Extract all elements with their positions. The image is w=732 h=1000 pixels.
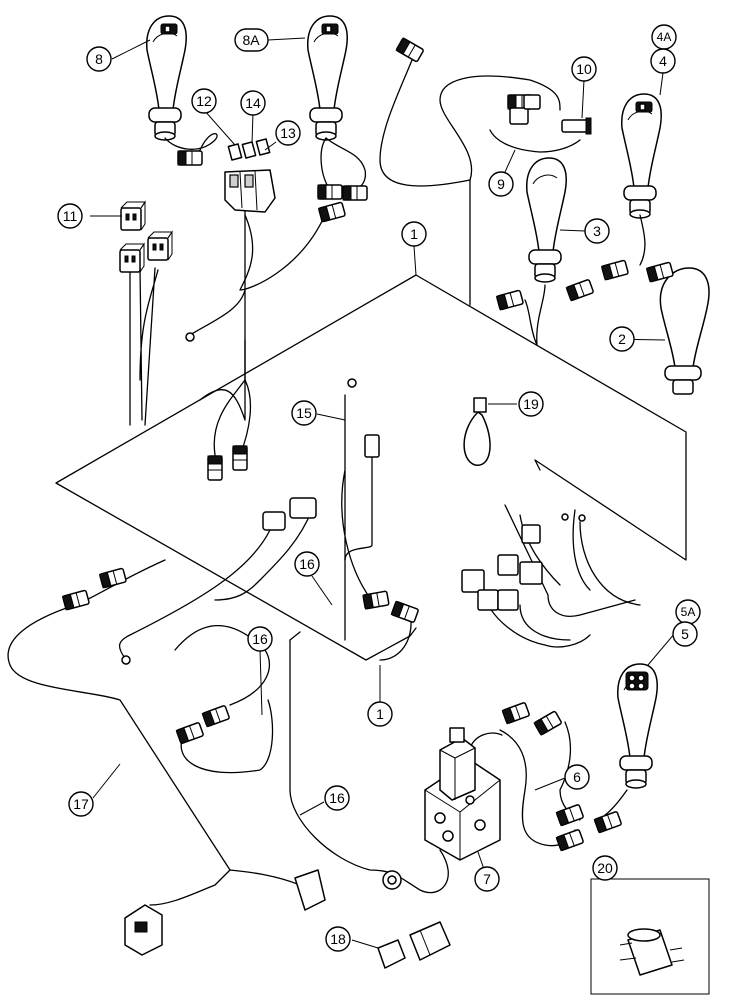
callout-16-b: 16 <box>247 626 273 652</box>
callout-4: 4 <box>650 48 676 74</box>
callout-7: 7 <box>474 866 500 892</box>
callout-13-label: 13 <box>280 125 296 141</box>
callout-13: 13 <box>275 120 301 146</box>
callout-2-label: 2 <box>618 331 626 347</box>
callout-16-a: 16 <box>294 551 320 577</box>
joystick-8a <box>306 15 348 141</box>
callout-9: 9 <box>488 171 514 197</box>
callout-4a: 4A <box>651 24 677 50</box>
callout-15-label: 15 <box>296 405 312 421</box>
callout-4a-label: 4A <box>657 30 672 44</box>
callout-3: 3 <box>584 218 610 244</box>
callout-4-label: 4 <box>659 53 667 69</box>
joystick-2 <box>659 267 710 395</box>
callout-12-label: 12 <box>196 93 212 109</box>
callout-11-label: 11 <box>63 208 78 224</box>
callout-10-label: 10 <box>576 61 592 77</box>
callout-6-label: 6 <box>573 769 581 785</box>
callout-19: 19 <box>518 391 544 417</box>
callout-5a: 5A <box>675 599 701 625</box>
callout-5-label: 5 <box>681 626 689 642</box>
connectors <box>61 37 675 969</box>
callout-5a-label: 5A <box>681 605 696 619</box>
joystick-4 <box>620 93 662 219</box>
callout-8-label: 8 <box>95 51 103 67</box>
callout-11: 11 <box>57 203 83 229</box>
callout-15: 15 <box>291 400 317 426</box>
callout-14: 14 <box>240 90 266 116</box>
callout-7-label: 7 <box>483 871 491 887</box>
callout-2: 2 <box>609 326 635 352</box>
callout-18-label: 18 <box>330 931 346 947</box>
leader-lines <box>90 37 676 949</box>
callout-8a-label: 8A <box>242 32 260 48</box>
callout-1-bottom: 1 <box>367 701 393 727</box>
callout-16-a-label: 16 <box>299 556 315 572</box>
callout-6: 6 <box>564 764 590 790</box>
sleeve-part <box>619 928 685 976</box>
joystick-3 <box>525 157 567 283</box>
callout-1-bottom-label: 1 <box>376 706 384 722</box>
callout-9-label: 9 <box>497 176 505 192</box>
callout-16-c-label: 16 <box>329 790 345 806</box>
callout-5: 5 <box>672 621 698 647</box>
callout-1-top: 1 <box>401 221 427 247</box>
harness-outline <box>55 274 687 661</box>
callout-3-label: 3 <box>593 223 601 239</box>
joystick-5 <box>616 663 658 789</box>
callout-20: 20 <box>592 855 618 881</box>
callout-17-label: 17 <box>73 796 89 812</box>
callout-17: 17 <box>68 791 94 817</box>
callout-14-label: 14 <box>245 95 261 111</box>
callout-16-c: 16 <box>324 785 350 811</box>
callout-19-label: 19 <box>523 396 539 412</box>
callout-8: 8 <box>86 46 112 72</box>
callout-1-top-label: 1 <box>410 226 418 242</box>
callout-18: 18 <box>325 926 351 952</box>
callout-16-b-label: 16 <box>252 631 268 647</box>
callout-8a: 8A <box>234 28 269 52</box>
callout-20-label: 20 <box>597 860 613 876</box>
callout-10: 10 <box>571 56 597 82</box>
joystick-8 <box>145 15 187 141</box>
inset-box-20 <box>590 878 710 995</box>
callout-12: 12 <box>191 88 217 114</box>
